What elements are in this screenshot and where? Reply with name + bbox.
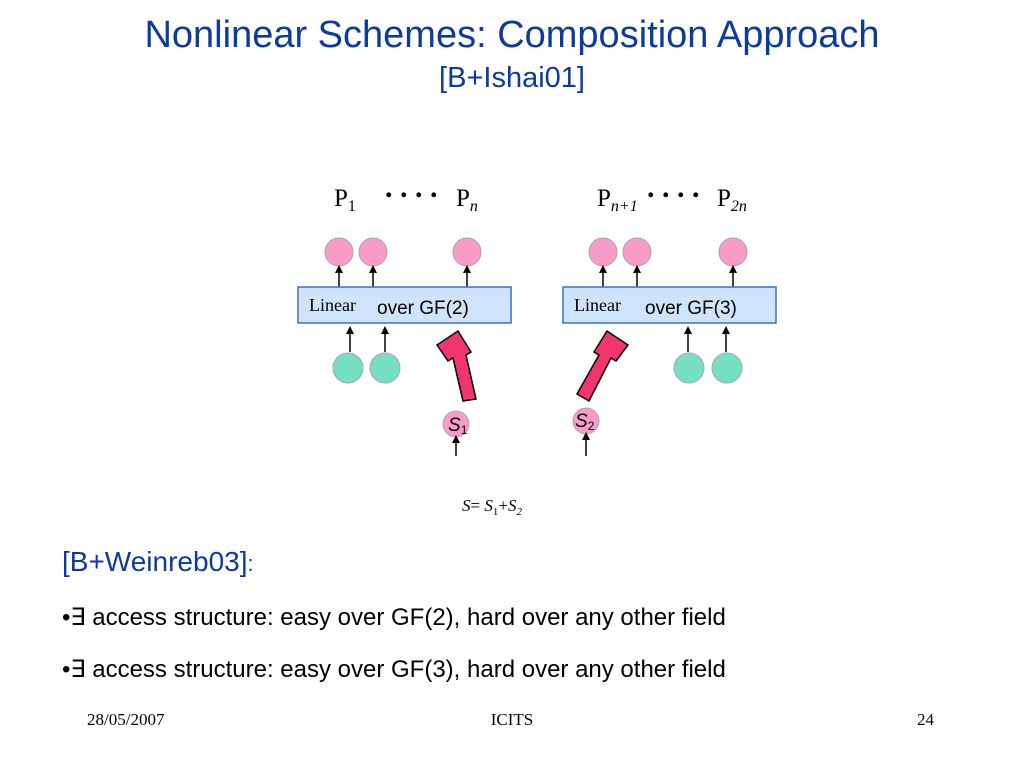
party-circle (358, 237, 388, 267)
equation-plus: + (498, 496, 508, 515)
right-scheme: Pn+1 . . . . P2n Linear over GF(3) S2 (562, 171, 777, 456)
equation-s: S (462, 496, 471, 515)
party-label-pn: Pn (456, 185, 478, 215)
reference-colon: : (247, 551, 254, 576)
input-circle (711, 352, 743, 384)
secret-label-s1: S1 (448, 415, 468, 437)
footer-page-number: 24 (917, 710, 934, 729)
footer-date: 28/05/2007 (87, 710, 165, 729)
party-label-pn-letter: P (456, 185, 470, 212)
linear-box-gf2 (297, 286, 512, 324)
party-circle (622, 237, 652, 267)
input-circle (673, 352, 705, 384)
box-label-linear: Linear (309, 295, 356, 315)
reference-text: [B+Weinreb03] (62, 546, 248, 577)
ellipsis-dots-right: . . . . (647, 171, 700, 204)
box-label-linear: Linear (574, 295, 621, 315)
party-circle (718, 237, 748, 267)
linear-box-gf3 (562, 286, 777, 324)
party-label-p2n-subscript: 2n (731, 198, 747, 215)
secret-label-s2-letter: S (575, 411, 588, 432)
input-circle (369, 352, 401, 384)
secret-label-s2: S2 (575, 411, 595, 433)
footer-conference: ICITS (490, 710, 534, 729)
party-circle (452, 237, 482, 267)
party-label-p1-subscript: 1 (348, 198, 356, 215)
party-circle (588, 237, 618, 267)
party-label-p2n-letter: P (717, 185, 731, 212)
equation-equals: = (471, 496, 485, 515)
party-circle (324, 237, 354, 267)
box-label-field: over GF(3) (645, 298, 737, 319)
party-label-p2n: P2n (717, 185, 747, 215)
left-scheme: P1 . . . . Pn Linear over GF(2) S1 (297, 171, 512, 456)
box-label-field: over GF(2) (377, 298, 469, 319)
ellipsis-dots-left: . . . . (385, 171, 438, 204)
secret-label-s1-letter: S (448, 415, 461, 436)
secret-label-s1-subscript: 1 (461, 423, 468, 437)
slide-subtitle: [B+Ishai01] (439, 62, 585, 94)
equation-s1: S (484, 496, 493, 515)
equation-s2-subscript: 2 (516, 506, 522, 518)
input-circle (332, 352, 364, 384)
slide-title: Nonlinear Schemes: Composition Approach (144, 14, 880, 56)
party-label-pn1: Pn+1 (597, 185, 638, 215)
bullet-item: •∃ access structure: easy over GF(2), ha… (62, 604, 726, 631)
party-label-pn1-subscript: n+1 (611, 198, 638, 215)
equation-s1-subscript: 1 (493, 506, 499, 518)
party-label-p1-letter: P (334, 185, 348, 212)
secret-label-s2-subscript: 2 (588, 419, 595, 433)
bullet-item: •∃ access structure: easy over GF(3), ha… (62, 656, 726, 683)
secret-arrow-right (575, 329, 630, 403)
party-label-p1: P1 (334, 185, 356, 215)
equation-s2: S (508, 496, 517, 515)
secret-arrow-left (435, 329, 477, 402)
secret-equation: S= S1+S2 (462, 496, 522, 518)
reference-heading: [B+Weinreb03]: (62, 546, 254, 578)
party-label-pn1-letter: P (597, 185, 611, 212)
party-label-pn-subscript: n (470, 198, 478, 215)
